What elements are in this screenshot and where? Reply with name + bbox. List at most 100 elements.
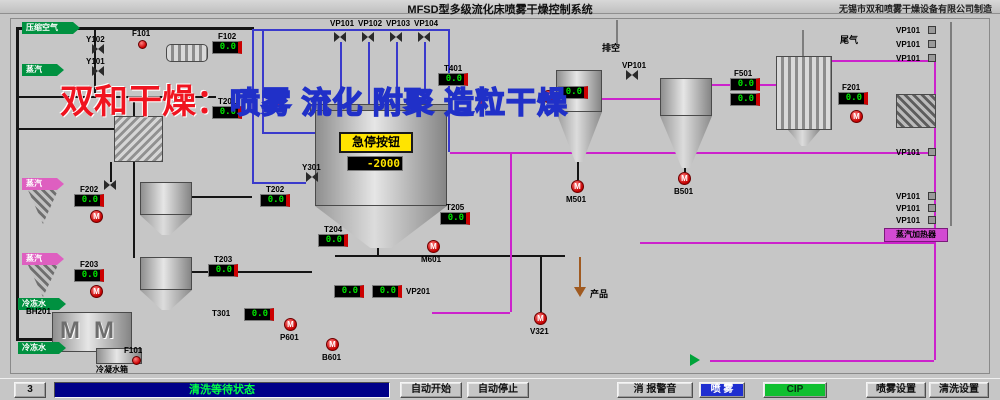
instrument-tag-t204: T204 (324, 225, 343, 234)
pipe (640, 242, 934, 244)
dust-collector-vessel (114, 116, 163, 162)
display-f502: 0.0 (730, 93, 760, 106)
pipe (832, 60, 934, 62)
display-feed-pump: 0.0 (558, 86, 588, 99)
valve-vp-right-1[interactable] (928, 26, 936, 34)
valve-vp-right-6[interactable] (928, 204, 936, 212)
flow-arrow-steam-low: 蒸汽 (22, 253, 64, 265)
valve-tag-vp201: VP201 (406, 287, 431, 296)
valve-y301[interactable] (306, 172, 318, 182)
cyclone-b-body (660, 78, 712, 116)
valve-vp-right-2[interactable] (928, 40, 936, 48)
control-bar: 3 清洗等待状态 自动开始 自动停止 消 报警音 喷 雾 CIP 喷雾设置 清洗… (0, 378, 1000, 400)
valve-tag-vp-right-4: VP101 (896, 148, 921, 157)
indicator-f101-top[interactable] (138, 40, 147, 49)
pipe (684, 166, 686, 174)
auto-start-button[interactable]: 自动开始 (400, 382, 462, 398)
condenser-coil-glyph: M (94, 317, 114, 344)
pipe (192, 271, 312, 273)
emergency-stop-button[interactable]: 急停按钮 (339, 132, 413, 153)
title-bar: MFSD型多级流化床喷雾干燥控制系统 无锡市双和喷雾干燥设备有限公司制造 (0, 0, 1000, 16)
valve-vp-right-7[interactable] (928, 216, 936, 224)
valve-tag-vp-right-3: VP101 (896, 54, 921, 63)
valve-tag-y301: Y301 (302, 163, 321, 172)
pipe (424, 42, 426, 110)
pipe (262, 132, 315, 134)
pipe (540, 257, 542, 312)
pump-m601[interactable]: M (427, 240, 440, 253)
display-f201: 0.0 (838, 92, 868, 105)
valve-vp103[interactable] (390, 32, 402, 42)
valve-y102[interactable] (92, 44, 104, 54)
spray-button[interactable]: 喷 雾 (699, 382, 745, 398)
pipe (16, 27, 19, 341)
pipe (16, 338, 56, 341)
pump-v321[interactable]: M (534, 312, 547, 325)
cip-button[interactable]: CIP (763, 382, 827, 398)
valve-tag-vp-right-6: VP101 (896, 204, 921, 213)
auto-stop-button[interactable]: 自动停止 (467, 382, 529, 398)
heater-f102-vessel (166, 44, 208, 62)
instrument-tag-f202: F202 (80, 185, 99, 194)
cyclone-b-cone (660, 116, 712, 168)
bag-filter-cone (788, 130, 820, 146)
cyclone-ml2-cone (140, 290, 192, 310)
pipe (368, 42, 370, 110)
valve-vp-right-4[interactable] (928, 148, 936, 156)
corner-button[interactable]: 3 (14, 382, 46, 398)
valve-tag-vp-right-5: VP101 (896, 192, 921, 201)
cip-flow-arrow (690, 354, 700, 366)
valve-vp-right-3[interactable] (928, 54, 936, 62)
valve-tag-vp101-vent: VP101 (622, 61, 647, 70)
flow-arrow-compressed-air: 压缩空气 (22, 22, 80, 34)
heat-exchanger-vessel (896, 94, 936, 128)
display-f501: 0.0 (730, 78, 760, 91)
pipe (396, 42, 398, 110)
pump-f203[interactable]: M (90, 285, 103, 298)
valve-tag-vp-right-1: VP101 (896, 26, 921, 35)
pipe (579, 257, 581, 287)
valve-vp101[interactable] (334, 32, 346, 42)
display-t202: 0.0 (260, 194, 290, 207)
feed-funnel-1 (28, 190, 58, 224)
spray-settings-button[interactable]: 喷雾设置 (866, 382, 926, 398)
equipment-tag-m601: M601 (421, 255, 442, 264)
valve-vp101-vent[interactable] (626, 70, 638, 80)
pump-b601[interactable]: M (326, 338, 339, 351)
condensate-tank-label: 冷凝水箱 (96, 365, 128, 374)
indicator-f101-bottom[interactable] (132, 356, 141, 365)
display-t205: 0.0 (440, 212, 470, 225)
pipe (616, 20, 618, 44)
display-t203: 0.0 (208, 264, 238, 277)
equipment-tag-p601: P601 (280, 333, 299, 342)
pump-f202[interactable]: M (90, 210, 103, 223)
pipe (432, 312, 510, 314)
pump-exhaust-fan[interactable]: M (850, 110, 863, 123)
pump-m501[interactable]: M (571, 180, 584, 193)
clean-settings-button[interactable]: 清洗设置 (929, 382, 989, 398)
valve-y101[interactable] (92, 66, 104, 76)
valve-dust-collector[interactable] (104, 180, 116, 190)
valve-tag-vp104: VP104 (414, 19, 439, 28)
pipe (602, 98, 660, 100)
valve-vp-right-5[interactable] (928, 192, 936, 200)
equipment-tag-bh201: BH201 (26, 307, 51, 316)
pump-b501[interactable]: M (678, 172, 691, 185)
equipment-tag-m501: M501 (566, 195, 587, 204)
flow-arrow-chilled-water-2: 冷冻水 (18, 342, 66, 354)
pump-p601[interactable]: M (284, 318, 297, 331)
condenser-unit (52, 312, 132, 352)
valve-vp104[interactable] (418, 32, 430, 42)
pump-feed[interactable]: M (542, 90, 555, 103)
bag-filter-vessel (776, 56, 832, 130)
mute-alarm-button[interactable]: 消 报警音 (617, 382, 693, 398)
instrument-tag-f102: F102 (218, 32, 237, 41)
pipe (110, 162, 112, 182)
cyclone-ml2-body (140, 257, 192, 290)
process-diagram: 压缩空气 蒸汽 蒸汽 蒸汽 冷冻水 冷冻水 Y102 F101 F102 0.0… (0, 14, 1000, 378)
valve-vp102[interactable] (362, 32, 374, 42)
instrument-tag-t203: T203 (214, 255, 233, 264)
flow-arrow-steam-top: 蒸汽 (22, 64, 64, 76)
pipe (448, 29, 450, 152)
